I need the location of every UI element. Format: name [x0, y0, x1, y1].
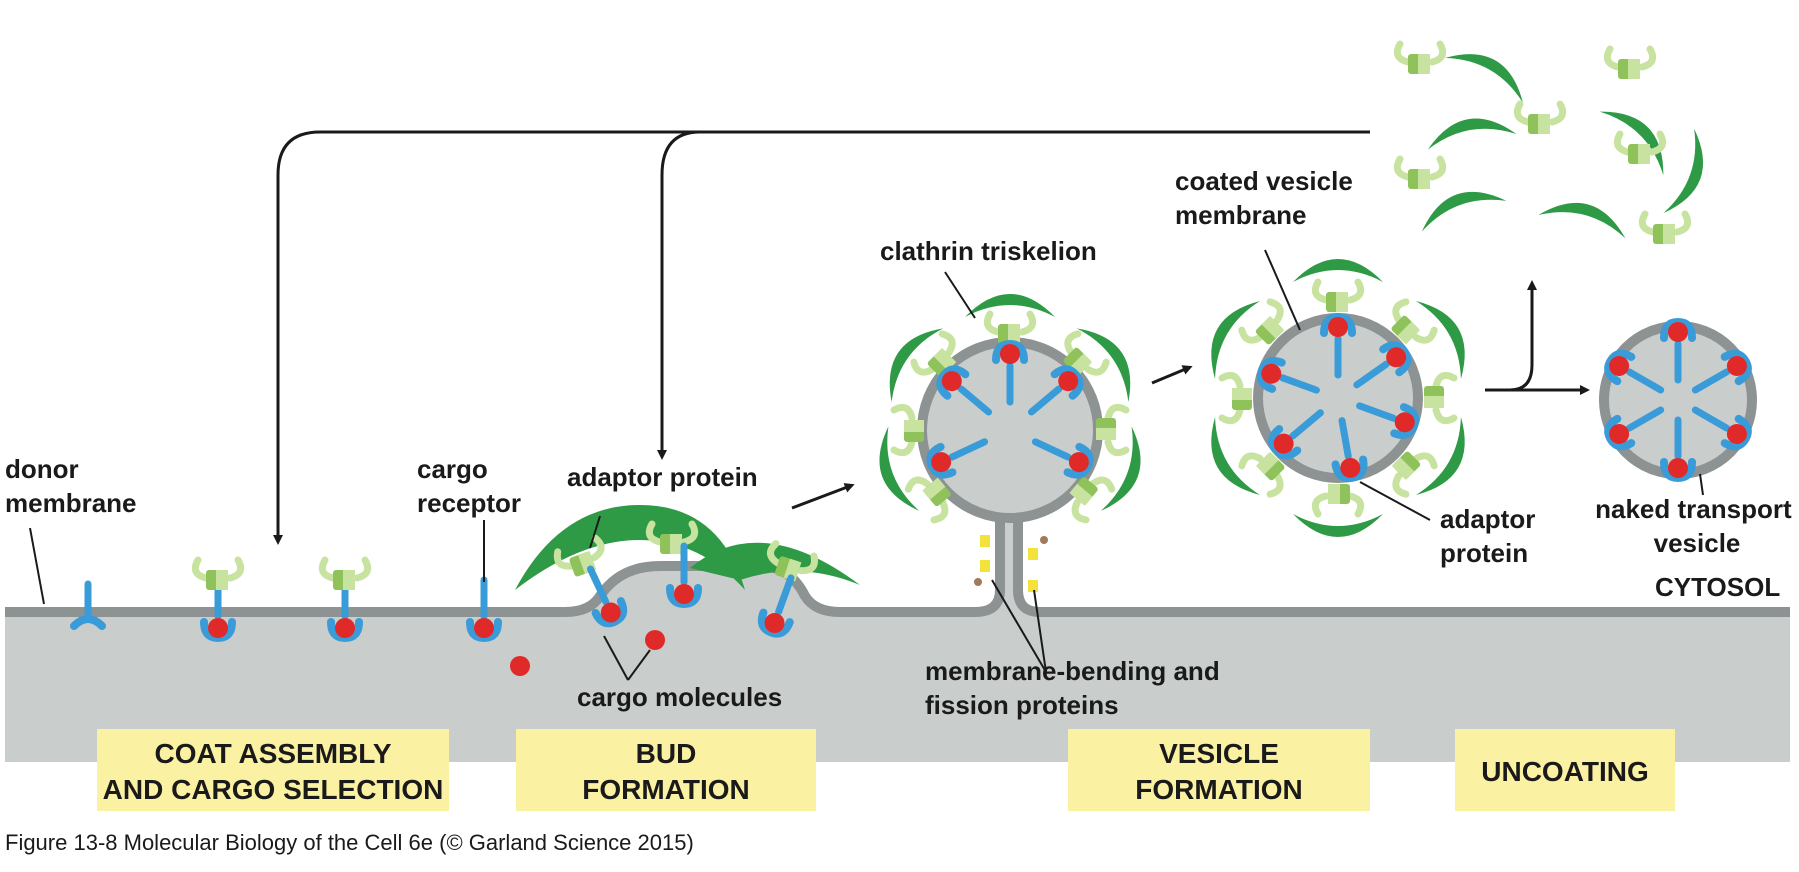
label-donor-membrane: donor membrane: [5, 454, 137, 518]
donor-lumen: [5, 520, 1790, 762]
label-clathrin-triskelion: clathrin triskelion: [880, 236, 1097, 266]
receptor-with-adaptor-2: [322, 560, 367, 638]
label-adaptor-protein-top: adaptor protein: [567, 462, 758, 492]
cargo-in-bud: [645, 630, 665, 650]
recycle-arrow-short: [657, 130, 701, 460]
released-coat-components: [1397, 37, 1716, 244]
arrow-to-coated-vesicle: [1151, 365, 1193, 385]
coated-vesicle: [1195, 259, 1481, 537]
label-membrane-bending: membrane-bending and fission proteins: [925, 656, 1227, 720]
figure-caption: Figure 13-8 Molecular Biology of the Cel…: [5, 830, 694, 855]
bud-coat: [515, 505, 860, 637]
label-coated-vesicle-membrane: coated vesicle membrane: [1175, 166, 1360, 230]
budding-vesicle: [866, 294, 1154, 522]
receptor-with-adaptor-1: [195, 560, 240, 638]
recycle-arrow-long: [273, 130, 1370, 545]
svg-text:UNCOATING: UNCOATING: [1481, 756, 1648, 787]
naked-transport-vesicle: [1599, 322, 1757, 478]
leader-lines: [29, 249, 1704, 681]
arrow-bud-to-vesicle: [791, 483, 855, 510]
label-cargo-receptor: cargo receptor: [417, 454, 521, 518]
free-cargo-molecule: [510, 656, 530, 676]
free-receptor: [74, 584, 102, 626]
label-adaptor-protein-right: adaptor protein: [1440, 504, 1543, 568]
stage-box-uncoating: UNCOATING: [1455, 729, 1675, 811]
label-naked-transport-vesicle: naked transport vesicle: [1595, 494, 1799, 558]
arrow-released-coat: [1509, 280, 1537, 392]
label-cargo-molecules: cargo molecules: [577, 682, 782, 712]
bending-proteins: [974, 535, 1048, 592]
label-cytosol: CYTOSOL: [1655, 572, 1780, 602]
